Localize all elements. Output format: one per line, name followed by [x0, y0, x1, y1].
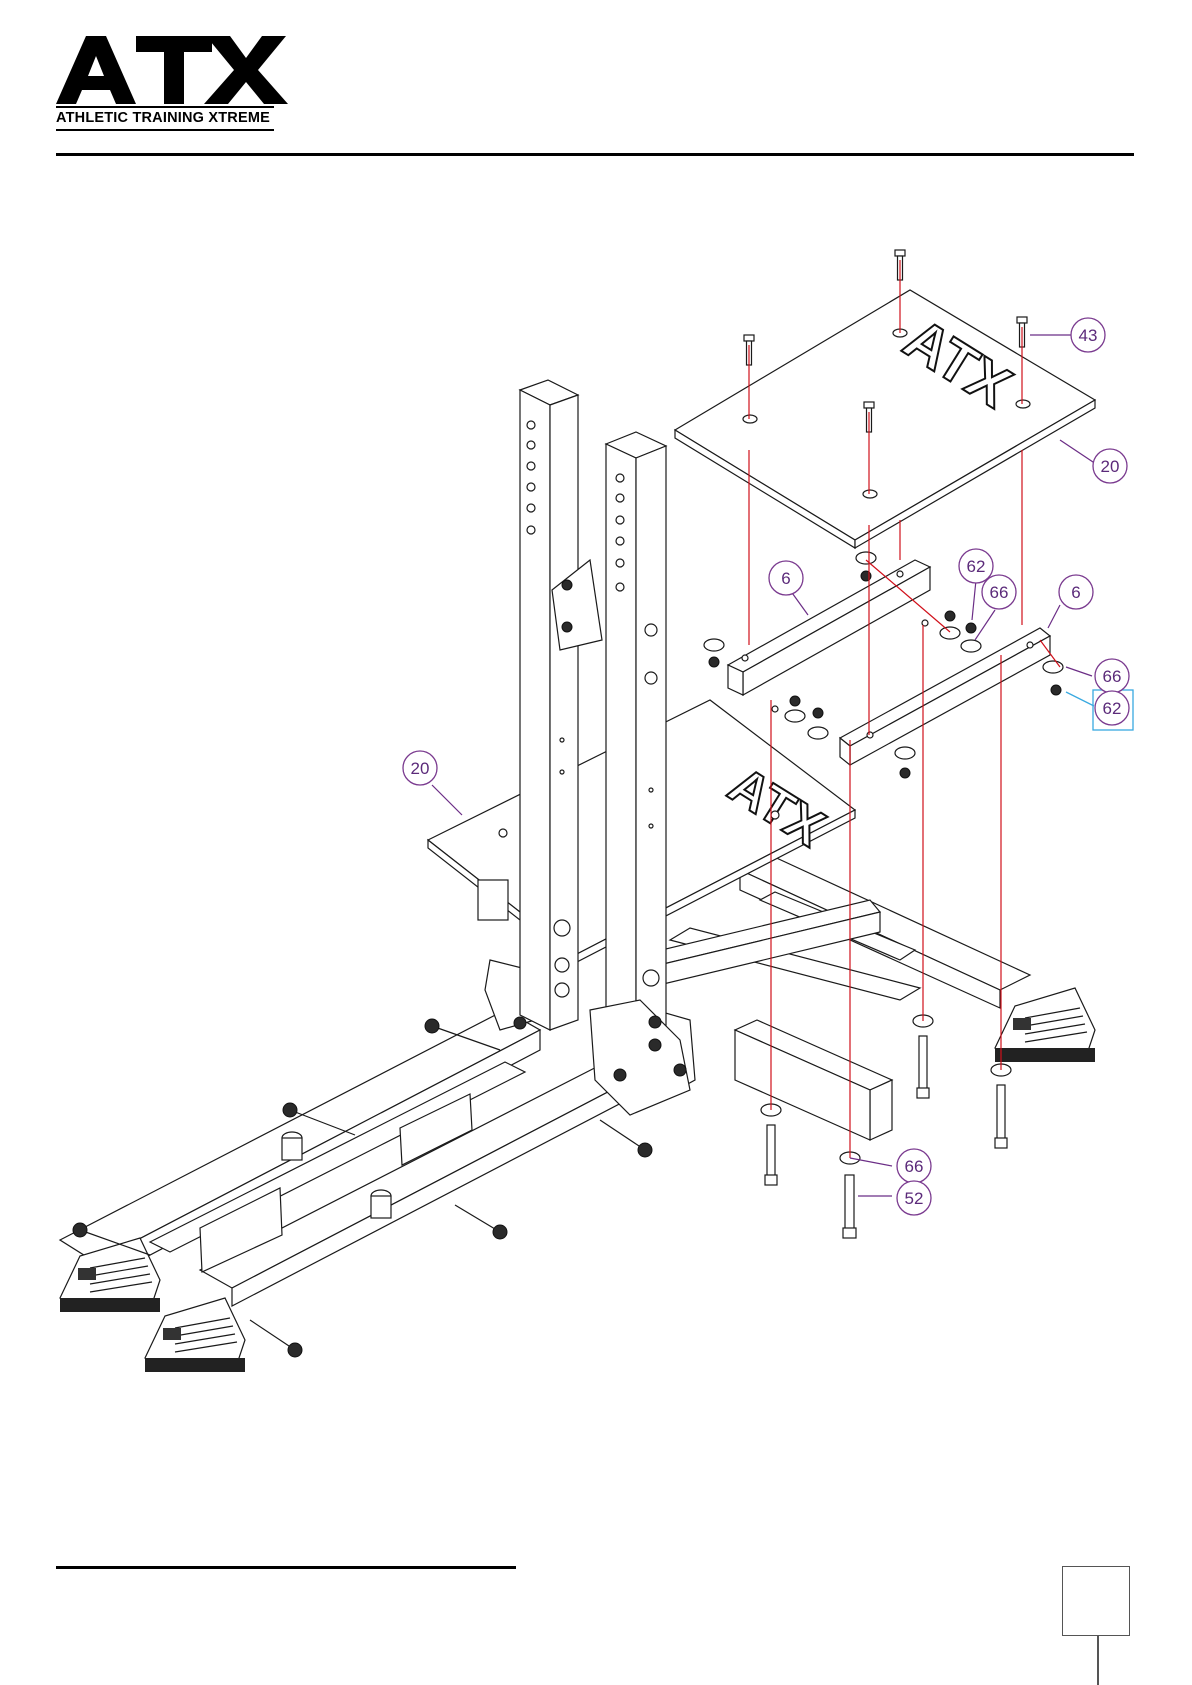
callout-62-mid-label: 62	[967, 557, 986, 576]
callout-66-right: 66	[1095, 659, 1129, 693]
callout-43: 43	[1071, 318, 1105, 352]
callout-66-mid: 66	[982, 575, 1016, 609]
callout-20-top-label: 20	[1101, 457, 1120, 476]
callout-6-left-label: 6	[781, 569, 790, 588]
callout-20-left-label: 20	[411, 759, 430, 778]
callout-62-right-label: 62	[1103, 699, 1122, 718]
page-number-tick	[1097, 1636, 1099, 1685]
footer-rule	[56, 1566, 516, 1569]
callout-20-left: 20	[403, 751, 437, 785]
callout-66-mid-label: 66	[990, 583, 1009, 602]
callout-66-right-label: 66	[1103, 667, 1122, 686]
callout-6-right: 6	[1059, 575, 1093, 609]
uprights	[514, 380, 690, 1115]
callout-62-mid: 62	[959, 549, 993, 583]
callout-66-bottom: 66	[897, 1149, 931, 1183]
callout-20-top: 20	[1093, 449, 1127, 483]
callout-6-right-label: 6	[1071, 583, 1080, 602]
page-number-box	[1062, 1566, 1130, 1636]
callout-66-bottom-label: 66	[905, 1157, 924, 1176]
callout-6-left: 6	[769, 561, 803, 595]
highlight-leader	[1066, 692, 1094, 706]
callout-52: 52	[897, 1181, 931, 1215]
callout-43-label: 43	[1079, 326, 1098, 345]
top-platform: ATX	[675, 290, 1095, 548]
callout-62-right: 62	[1095, 691, 1129, 725]
callout-52-label: 52	[905, 1189, 924, 1208]
